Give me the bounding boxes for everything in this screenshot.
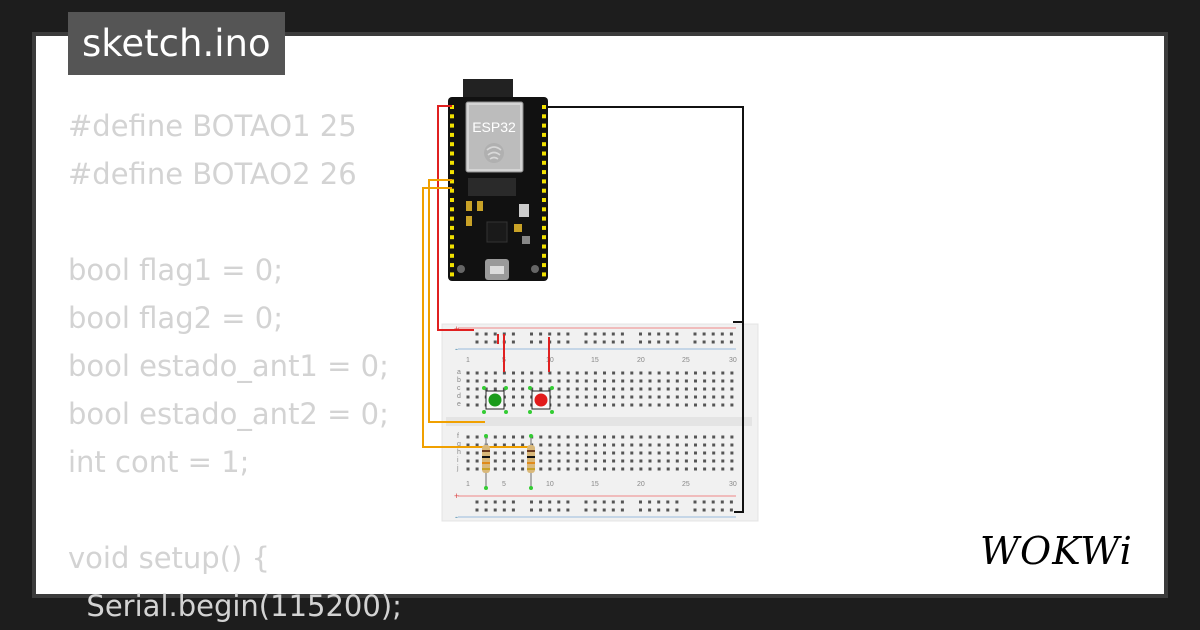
row-label: j bbox=[456, 465, 459, 472]
row-label: a bbox=[457, 369, 461, 376]
wires bbox=[422, 105, 744, 513]
row-label: f bbox=[457, 433, 459, 440]
column-label: 15 bbox=[591, 357, 599, 364]
row-label: b bbox=[457, 377, 461, 384]
espressif-icon bbox=[484, 143, 504, 163]
wokwi-logo-text: WOKWi bbox=[980, 529, 1133, 573]
push-button-red[interactable] bbox=[528, 386, 554, 414]
column-label: 5 bbox=[502, 481, 506, 488]
column-label: 15 bbox=[591, 481, 599, 488]
code-line: bool flag2 = 0; bbox=[68, 301, 284, 335]
column-label: 25 bbox=[682, 481, 690, 488]
code-line bbox=[68, 486, 402, 534]
row-label: h bbox=[457, 449, 461, 456]
column-label: 25 bbox=[682, 357, 690, 364]
row-label: c bbox=[457, 385, 461, 392]
row-label: e bbox=[457, 401, 461, 408]
ground-wire bbox=[546, 106, 744, 513]
code-editor: #define BOTAO1 25 #define BOTAO2 26 bool f… bbox=[68, 102, 402, 630]
code-line: void setup() { bbox=[68, 541, 270, 575]
row-label: d bbox=[457, 393, 461, 400]
circuit-diagram: + - + - 1 5 10 15 20 25 30 1 5 10 15 20 … bbox=[422, 79, 759, 522]
row-label: i bbox=[457, 457, 459, 464]
rail-plus-label: + bbox=[454, 491, 459, 501]
code-line: #define BOTAO2 26 bbox=[68, 157, 357, 191]
resistor bbox=[527, 434, 535, 490]
power-wire bbox=[437, 105, 474, 331]
column-label: 1 bbox=[466, 357, 470, 364]
code-line: bool flag1 = 0; bbox=[68, 253, 284, 287]
column-label: 1 bbox=[466, 481, 470, 488]
code-line: bool estado_ant1 = 0; bbox=[68, 349, 389, 383]
column-label: 10 bbox=[546, 481, 554, 488]
esp32-label: ESP32 bbox=[472, 119, 516, 135]
code-line bbox=[68, 198, 402, 246]
preview-card: #define BOTAO1 25 #define BOTAO2 26 bool f… bbox=[32, 32, 1168, 623]
column-label: 20 bbox=[637, 357, 645, 364]
signal-wire bbox=[422, 187, 531, 448]
rail-minus-label: - bbox=[455, 512, 458, 522]
rail-minus-label: - bbox=[455, 344, 458, 354]
code-line: bool estado_ant2 = 0; bbox=[68, 397, 389, 431]
column-label: 30 bbox=[729, 481, 737, 488]
esp32-board: ESP32 bbox=[448, 79, 548, 281]
code-line: int cont = 1; bbox=[68, 445, 250, 479]
signal-wire bbox=[428, 179, 485, 423]
push-button-green[interactable] bbox=[482, 386, 508, 414]
column-label: 30 bbox=[729, 357, 737, 364]
file-name-tab[interactable]: sketch.ino bbox=[68, 12, 285, 75]
row-label: g bbox=[457, 441, 461, 448]
column-label: 20 bbox=[637, 481, 645, 488]
breadboard: + - + - 1 5 10 15 20 25 30 1 5 10 15 20 … bbox=[441, 323, 759, 522]
resistor bbox=[482, 434, 490, 490]
code-line: Serial.begin(115200); bbox=[68, 589, 402, 623]
wokwi-logo[interactable]: WOKWi bbox=[976, 526, 1146, 576]
code-line: #define BOTAO1 25 bbox=[68, 109, 357, 143]
